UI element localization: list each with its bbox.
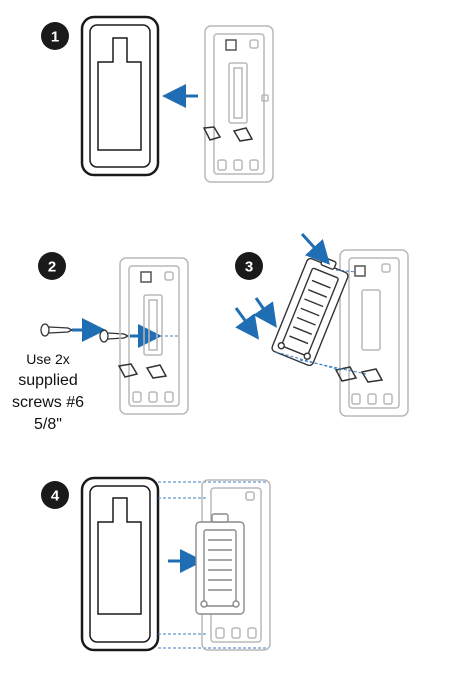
step-4-badge: 4: [41, 481, 69, 509]
wall-plate-icon: [80, 476, 160, 652]
step-4-number: 4: [51, 488, 60, 505]
alignment-lines: [275, 269, 367, 375]
step-3-badge: 3: [235, 252, 263, 280]
step-1-group: 1: [41, 15, 274, 183]
step-1-number: 1: [51, 29, 59, 46]
step-1-badge: 1: [41, 22, 69, 50]
thermostat-base-icon: [195, 513, 245, 615]
screw-note-line-4: 5/8": [34, 416, 62, 433]
screw-icon: [40, 323, 74, 337]
step-3-number: 3: [245, 259, 253, 276]
blue-arrow-icon: [234, 307, 260, 340]
screw-icon: [99, 329, 130, 343]
blue-arrow-icon: [253, 297, 277, 328]
step-2-number: 2: [48, 259, 56, 276]
screw-note-line-3: screws #6: [11, 394, 85, 411]
screw-note-line-1: Use 2x: [26, 351, 70, 367]
alignment-lines: [158, 481, 268, 649]
mounting-plate-icon: [117, 257, 189, 415]
step-2-group: 2: [38, 252, 189, 415]
wall-plate-icon: [80, 15, 160, 177]
mounting-plate-icon: [334, 249, 409, 417]
step-4-group: 4: [41, 476, 271, 652]
thermostat-base-icon: [271, 256, 349, 367]
screw-note-line-2: supplied: [18, 372, 78, 389]
step-3-group: 3: [234, 232, 409, 417]
mounting-plate-icon: [202, 25, 274, 183]
blue-arrow-icon: [300, 232, 331, 265]
step-2-badge: 2: [38, 252, 66, 280]
